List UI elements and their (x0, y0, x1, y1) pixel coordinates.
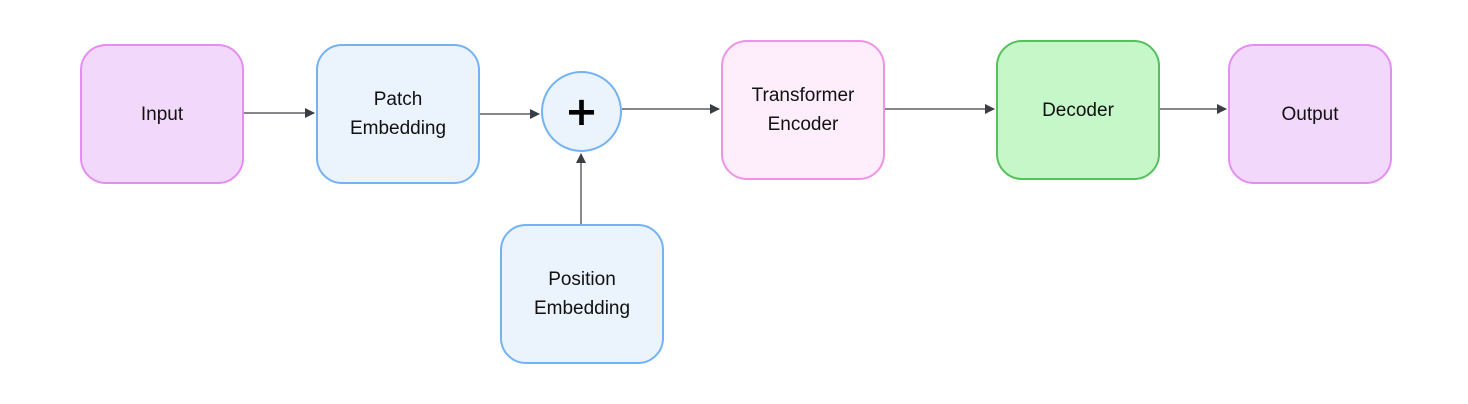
output-node: Output (1228, 44, 1392, 184)
plus-icon: + (541, 71, 622, 152)
position-embedding-node: Position Embedding (500, 224, 664, 364)
input-node: Input (80, 44, 244, 184)
transformer-encoder-node: Transformer Encoder (721, 40, 885, 180)
patch-embedding-node: Patch Embedding (316, 44, 480, 184)
decoder-node: Decoder (996, 40, 1160, 180)
